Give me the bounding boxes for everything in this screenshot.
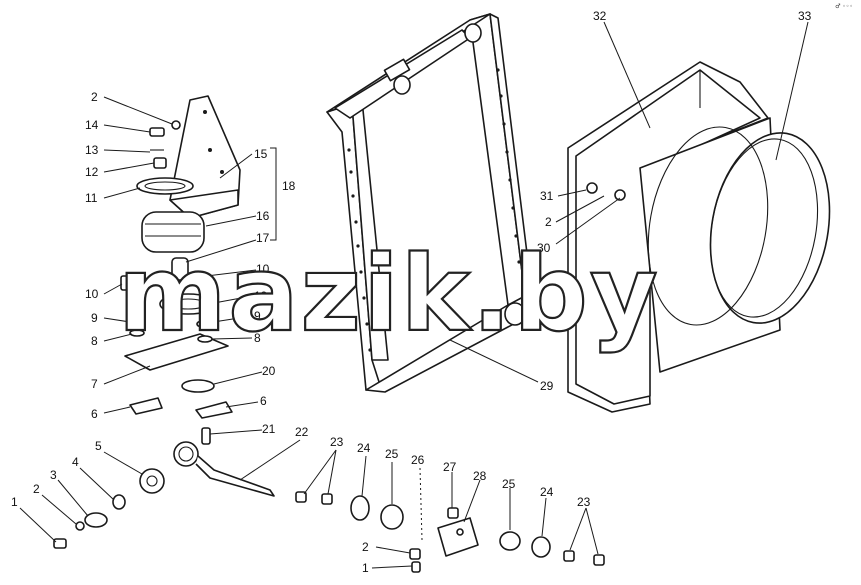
rod — [173, 427, 275, 497]
callout-24-left: 24 — [357, 441, 371, 455]
lower-mount — [120, 275, 233, 419]
callout-9-left: 9 — [91, 311, 98, 325]
fan-ring — [647, 126, 831, 326]
bracket-assembly — [136, 95, 241, 281]
callout-labels: 2 14 13 12 11 15 18 16 17 10 10 19 9 9 8… — [11, 9, 812, 575]
callout-25-left: 25 — [385, 447, 399, 461]
bottom-left-fasteners — [53, 468, 165, 549]
callout-3: 3 — [50, 468, 57, 482]
watermark-text: mazik.by — [118, 233, 660, 355]
callout-30: 30 — [537, 241, 551, 255]
bottom-right-fasteners — [295, 491, 605, 573]
callout-23-left: 23 — [330, 435, 344, 449]
callout-23-right: 23 — [577, 495, 591, 509]
corner-mark: ♂ ◦◦◦ — [835, 3, 853, 10]
callout-19: 19 — [254, 289, 268, 303]
callout-9-right: 9 — [254, 309, 261, 323]
callout-33: 33 — [798, 9, 812, 23]
leader-lines — [19, 21, 809, 569]
callout-2-top: 2 — [91, 90, 98, 104]
callout-21: 21 — [262, 422, 276, 436]
callout-29: 29 — [540, 379, 554, 393]
callout-17: 17 — [256, 231, 270, 245]
callout-11: 11 — [85, 191, 98, 205]
callout-8-left: 8 — [91, 334, 98, 348]
callout-31: 31 — [540, 189, 554, 203]
callout-14: 14 — [85, 118, 99, 132]
callout-24-right: 24 — [540, 485, 554, 499]
callout-18: 18 — [282, 179, 296, 193]
callout-16: 16 — [256, 209, 270, 223]
callout-2-bottom-left: 2 — [33, 482, 40, 496]
callout-20: 20 — [262, 364, 276, 378]
callout-2-right: 2 — [545, 215, 552, 229]
callout-22: 22 — [295, 425, 309, 439]
callout-10-right: 10 — [256, 262, 270, 276]
callout-8-right: 8 — [254, 331, 261, 345]
radiator-frame — [326, 13, 533, 393]
callout-32: 32 — [593, 9, 607, 23]
callout-2-bottom-right: 2 — [362, 540, 369, 554]
callout-5: 5 — [95, 439, 102, 453]
callout-10-left: 10 — [85, 287, 99, 301]
callout-12: 12 — [85, 165, 99, 179]
callout-4: 4 — [72, 455, 79, 469]
callout-28: 28 — [473, 469, 487, 483]
callout-6-left: 6 — [91, 407, 98, 421]
callout-27: 27 — [443, 460, 457, 474]
callout-15: 15 — [254, 147, 268, 161]
callout-1-right: 1 — [362, 561, 369, 575]
callout-26: 26 — [411, 453, 425, 467]
callout-13: 13 — [85, 143, 99, 157]
callout-7: 7 — [91, 377, 98, 391]
callout-1-left: 1 — [11, 495, 18, 509]
callout-25-right: 25 — [502, 477, 516, 491]
callout-6-right: 6 — [260, 394, 267, 408]
